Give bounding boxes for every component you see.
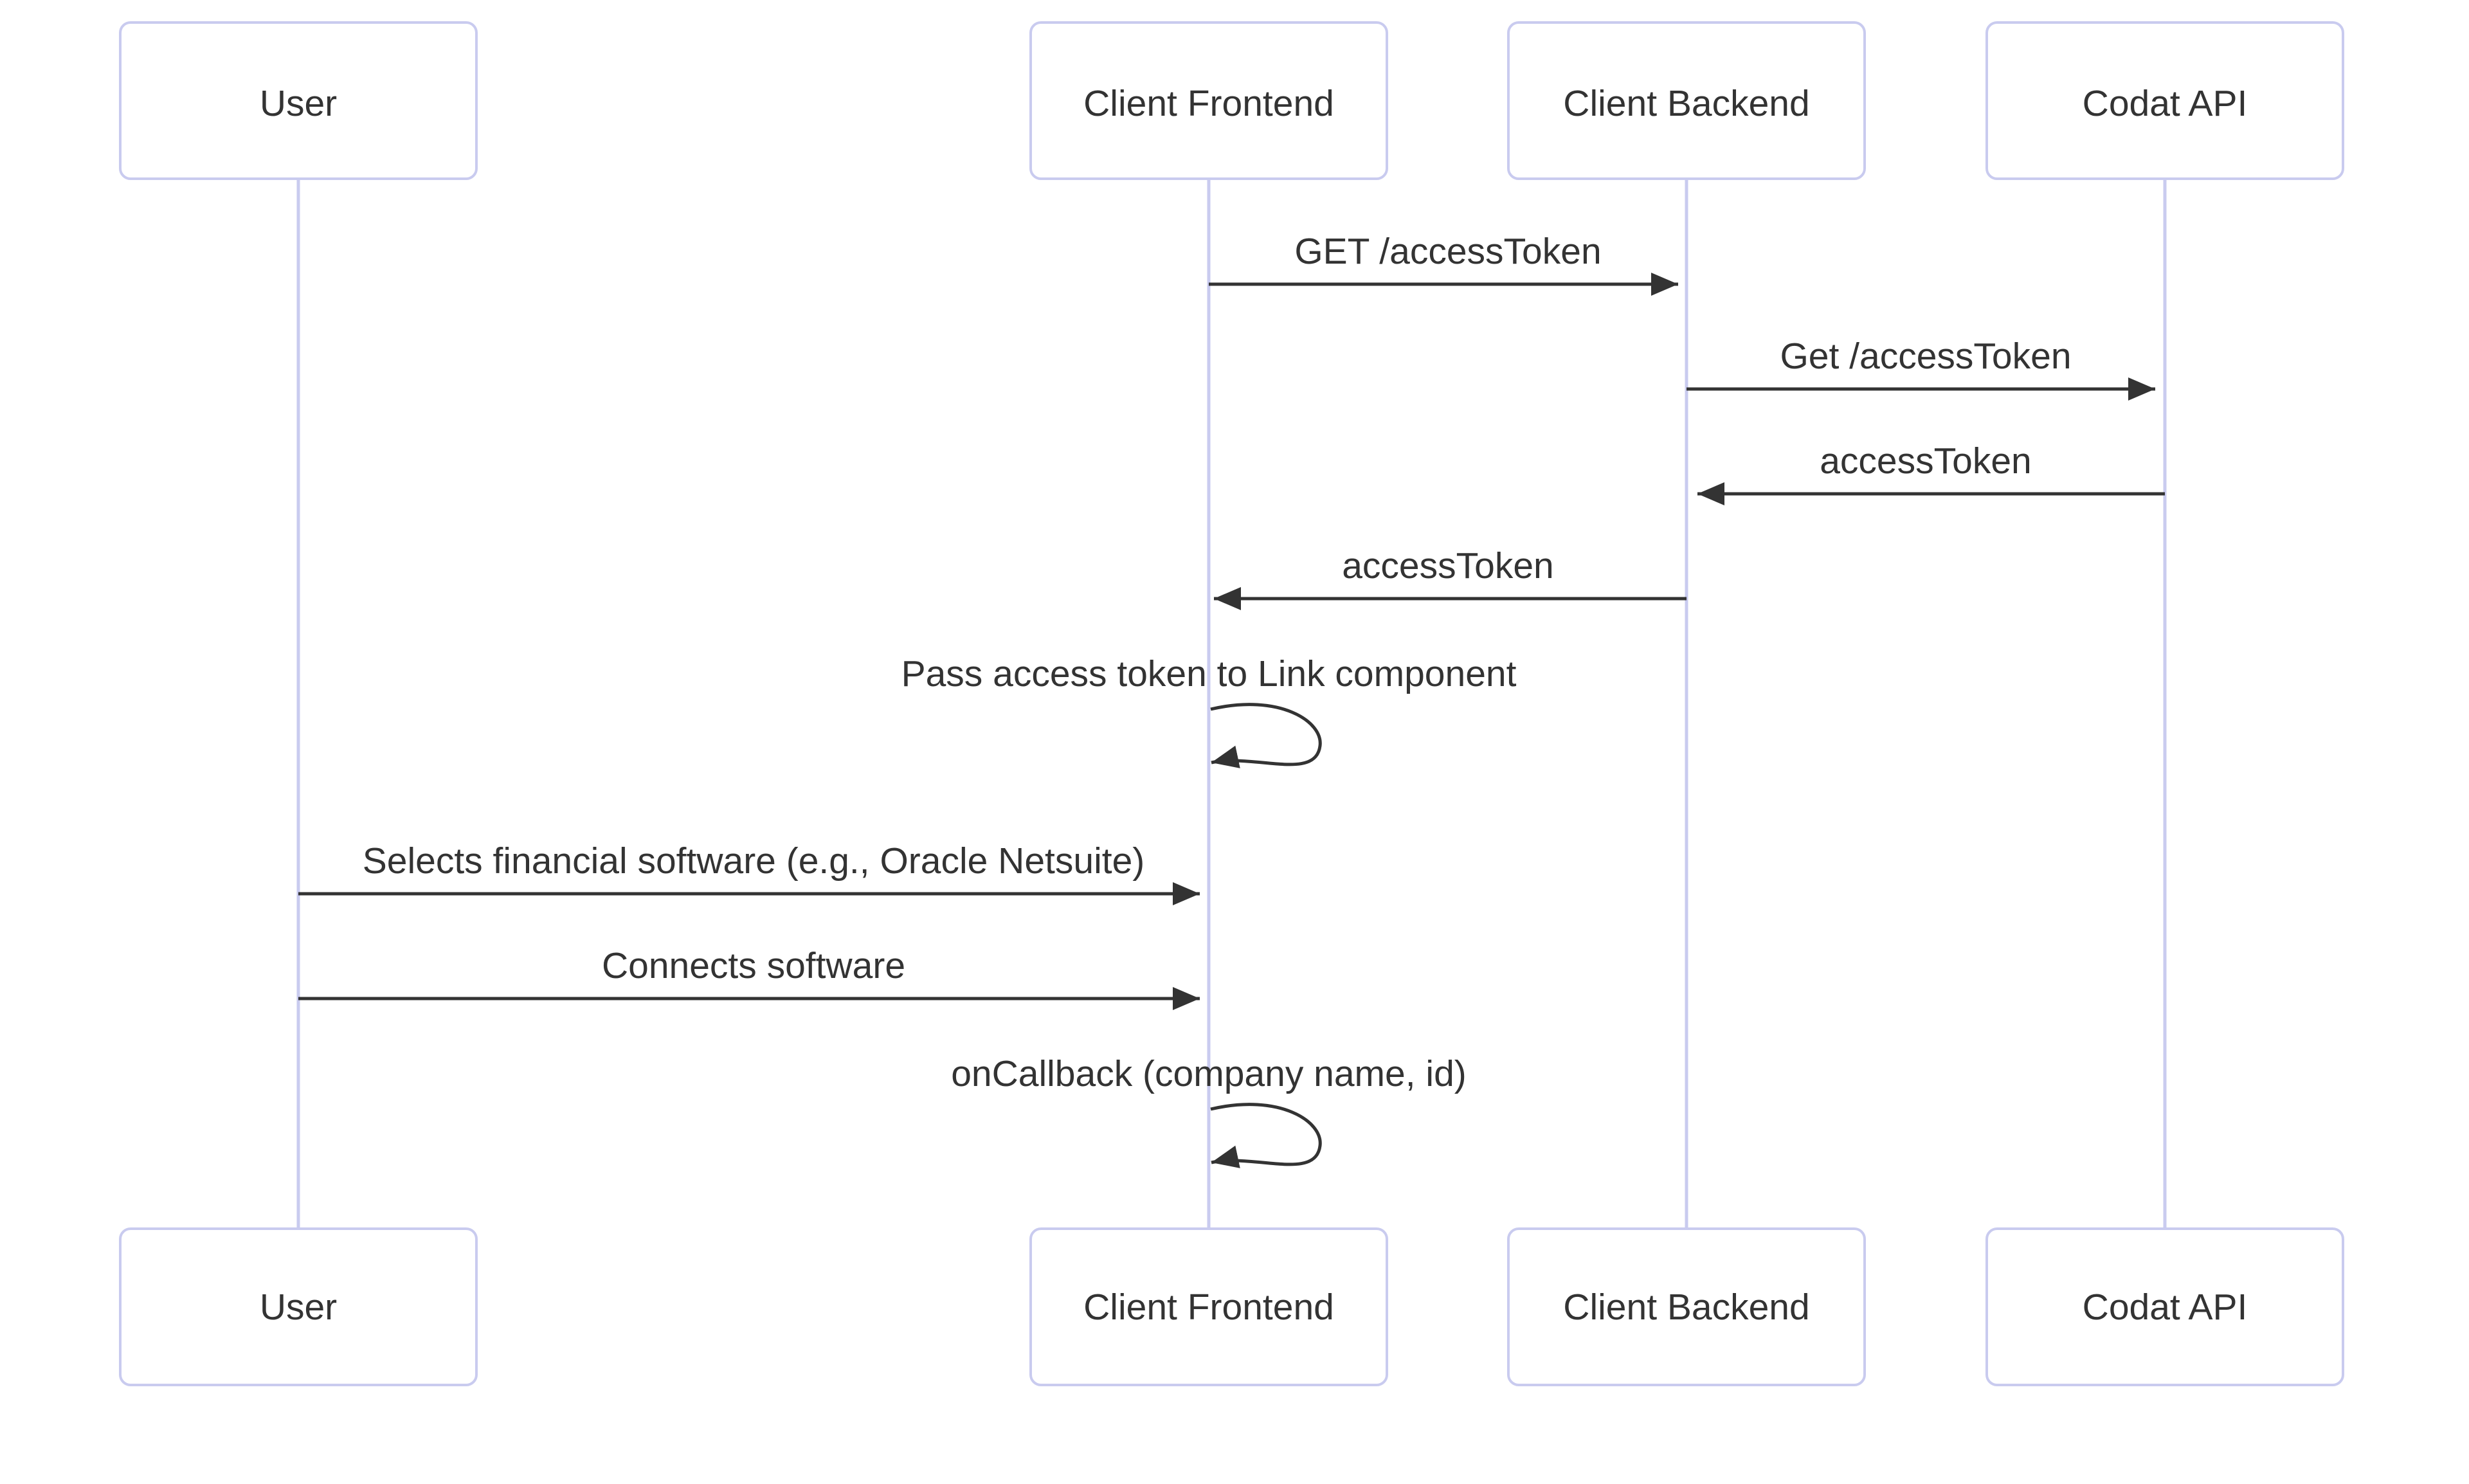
actor-box (1507, 1227, 1866, 1386)
message-accesstoken-codat-backend: accessToken (1697, 440, 2165, 505)
message-label: accessToken (1820, 440, 2032, 482)
actor-box (1985, 21, 2344, 180)
actor-label: Client Backend (1563, 83, 1809, 124)
message-connects-software: Connects software (298, 945, 1200, 1010)
message-get-accesstoken-backend-codat: Get /accessToken (1687, 336, 2155, 401)
actor-label: User (260, 83, 337, 124)
message-get-accesstoken-frontend-backend: GET /accessToken (1209, 231, 1678, 296)
message-oncallback-self-loop: onCallback (company name, id) (951, 1053, 1467, 1168)
actor-label: Codat API (2083, 1287, 2248, 1328)
actor-top-codat-api: Codat API (1985, 21, 2344, 180)
actor-label: Client Backend (1563, 1287, 1809, 1328)
actor-top-client-frontend: Client Frontend (1029, 21, 1388, 180)
message-selects-financial-software: Selects financial software (e.g., Oracle… (298, 840, 1200, 905)
message-accesstoken-backend-frontend: accessToken (1214, 545, 1687, 610)
message-label: Connects software (602, 945, 905, 986)
actor-label: Codat API (2083, 83, 2248, 124)
message-label: Get /accessToken (1780, 336, 2071, 377)
message-pass-access-token-self-loop: Pass access token to Link component (901, 653, 1517, 768)
actor-top-client-backend: Client Backend (1507, 21, 1866, 180)
message-label: GET /accessToken (1294, 231, 1601, 272)
message-label: onCallback (company name, id) (951, 1053, 1467, 1094)
actor-box (1507, 21, 1866, 180)
message-label: Selects financial software (e.g., Oracle… (363, 840, 1145, 882)
actor-bottom-client-backend: Client Backend (1507, 1227, 1866, 1386)
message-label: accessToken (1342, 545, 1554, 586)
actor-bottom-user: User (119, 1227, 478, 1386)
actor-label: Client Frontend (1083, 83, 1334, 124)
self-loop-arrow (1210, 1103, 1322, 1168)
actor-box (119, 21, 478, 180)
actor-box (1029, 21, 1388, 180)
actor-label: Client Frontend (1083, 1287, 1334, 1328)
message-label: Pass access token to Link component (901, 653, 1517, 694)
actor-box (1029, 1227, 1388, 1386)
actor-label: User (260, 1287, 337, 1328)
self-loop-arrow (1210, 703, 1322, 768)
actor-box (1985, 1227, 2344, 1386)
actor-top-user: User (119, 21, 478, 180)
actor-box (119, 1227, 478, 1386)
actor-bottom-codat-api: Codat API (1985, 1227, 2344, 1386)
actor-bottom-client-frontend: Client Frontend (1029, 1227, 1388, 1386)
